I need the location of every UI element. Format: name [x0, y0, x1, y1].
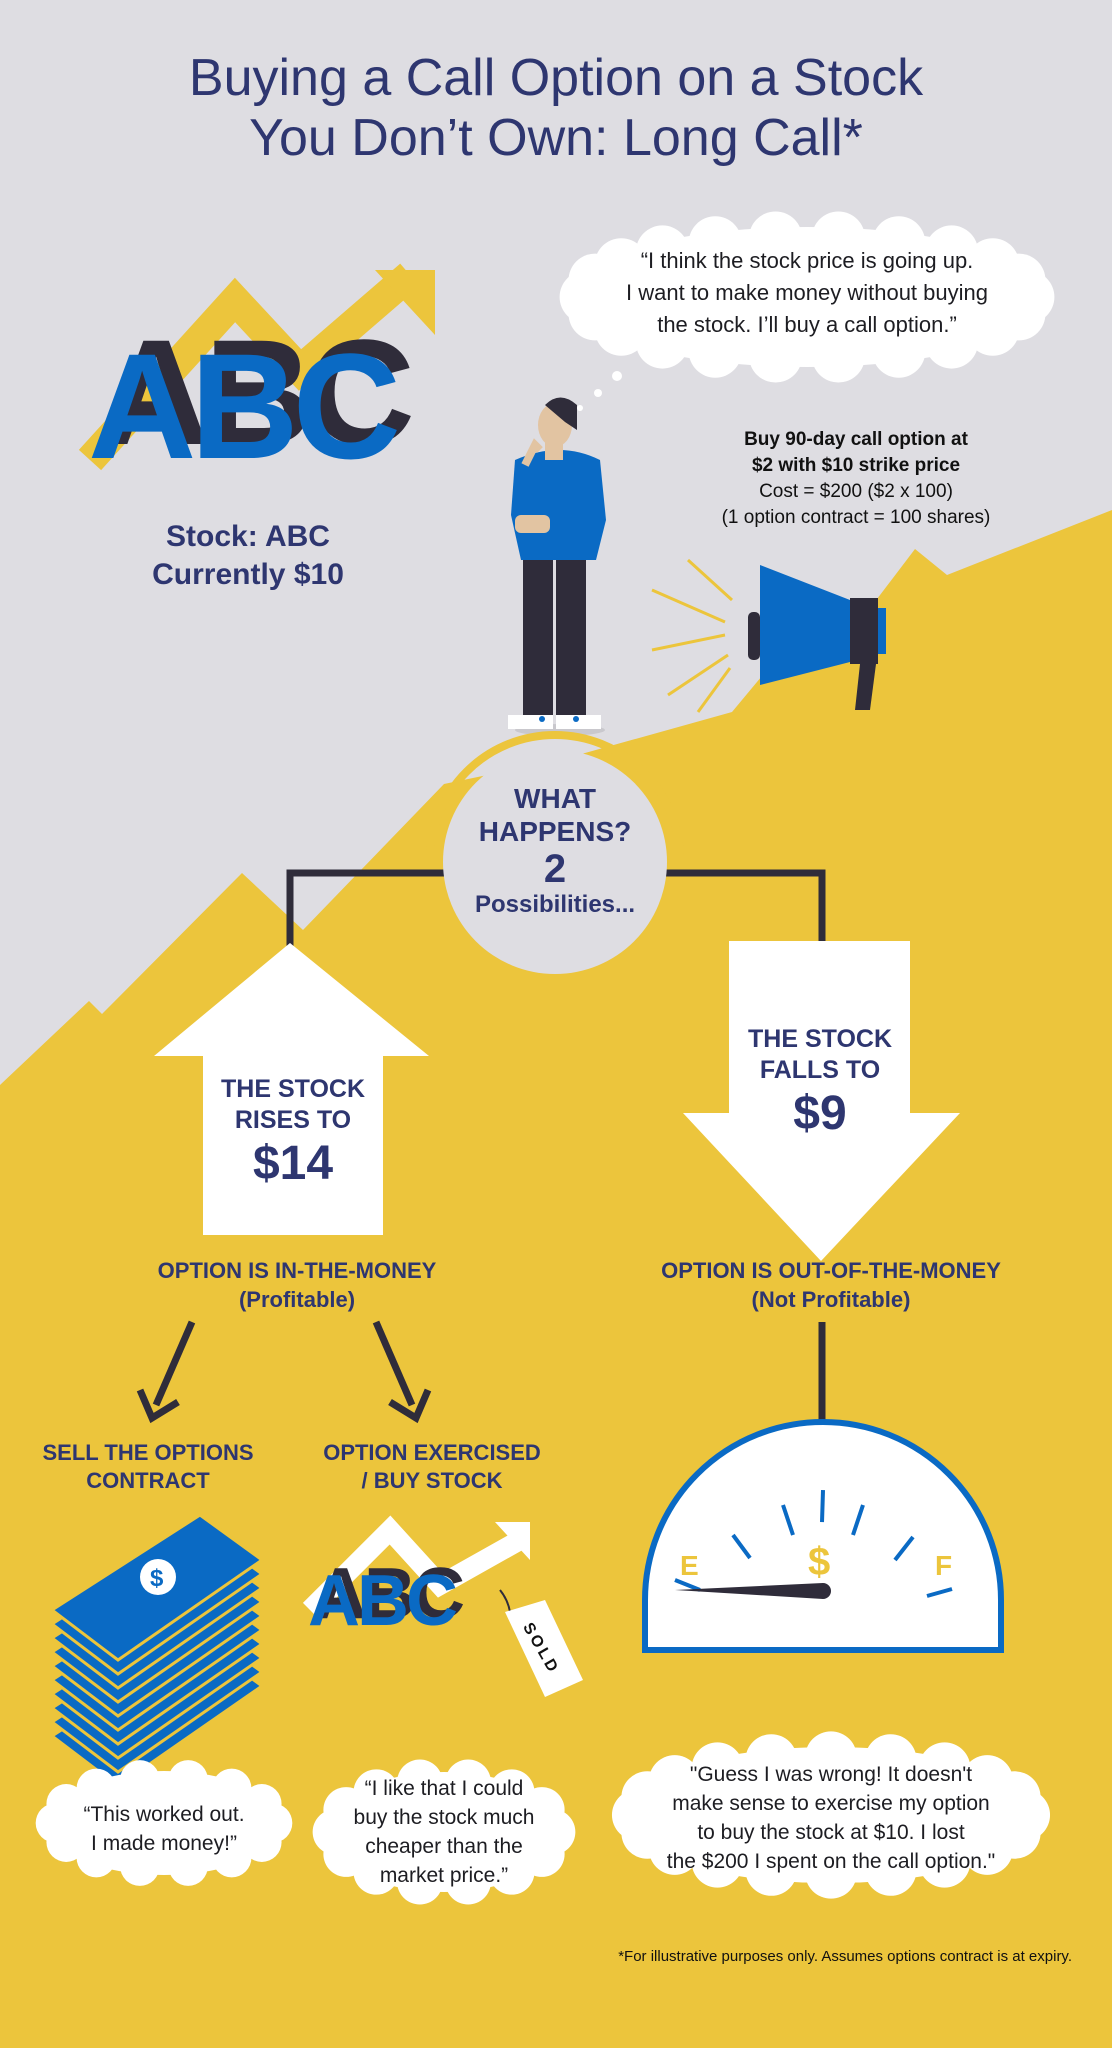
- fall-text: THE STOCK FALLS TO $9: [748, 1025, 892, 1140]
- footnote: *For illustrative purposes only. Assumes…: [618, 1948, 1072, 1965]
- loss-quote: "Guess I was wrong! It doesn't make sens…: [666, 1763, 996, 1873]
- thought-bubble: [559, 211, 1055, 383]
- sell-option-label: SELL THE OPTIONS CONTRACT: [42, 1440, 254, 1493]
- sell-quote: “This worked out. I made money!”: [83, 1803, 245, 1855]
- thinking-person-illustration: [508, 397, 606, 736]
- abc-sold-arrow-icon: [302, 1515, 583, 1697]
- thought-text: “I think the stock price is going up. I …: [626, 248, 988, 337]
- svg-text:$: $: [150, 1565, 164, 1592]
- money-stack-icon: $: [49, 1513, 265, 1788]
- fuel-gauge-icon: [642, 1419, 1004, 1653]
- trend-up-arrow-icon: [78, 263, 435, 471]
- exercise-option-label: OPTION EXERCISED / BUY STOCK: [323, 1440, 541, 1493]
- page-title: Buying a Call Option on a Stock You Don’…: [188, 49, 924, 167]
- abc-logo: ABC: [88, 322, 401, 490]
- exercise-quote-bubble: [312, 1759, 576, 1905]
- rise-arrow: [154, 943, 429, 1235]
- loss-quote-bubble: [611, 1731, 1051, 1899]
- stock-info: Stock: ABC Currently $10: [152, 520, 344, 591]
- what-happens-circle: [426, 731, 684, 974]
- megaphone-icon: [651, 558, 886, 713]
- in-the-money-status: OPTION IS IN-THE-MONEY (Profitable): [157, 1258, 437, 1312]
- trade-details: Buy 90-day call option at $2 with $10 st…: [721, 429, 991, 528]
- fall-arrow: [683, 941, 960, 1261]
- gauge-dollar-icon: $: [808, 1540, 831, 1584]
- gauge-empty-label: E: [680, 1550, 699, 1581]
- gauge-full-label: F: [935, 1550, 953, 1581]
- thought-dots: [577, 371, 622, 411]
- exercise-quote: “I like that I could buy the stock much …: [353, 1777, 535, 1887]
- out-of-the-money-status: OPTION IS OUT-OF-THE-MONEY (Not Profitab…: [661, 1258, 1001, 1312]
- abc-sold-logo: ABC: [308, 1561, 458, 1641]
- rise-text: THE STOCK RISES TO $14: [221, 1075, 365, 1190]
- sell-quote-bubble: [35, 1760, 293, 1886]
- what-happens-text: WHAT HAPPENS? 2 Possibilities...: [474, 783, 636, 918]
